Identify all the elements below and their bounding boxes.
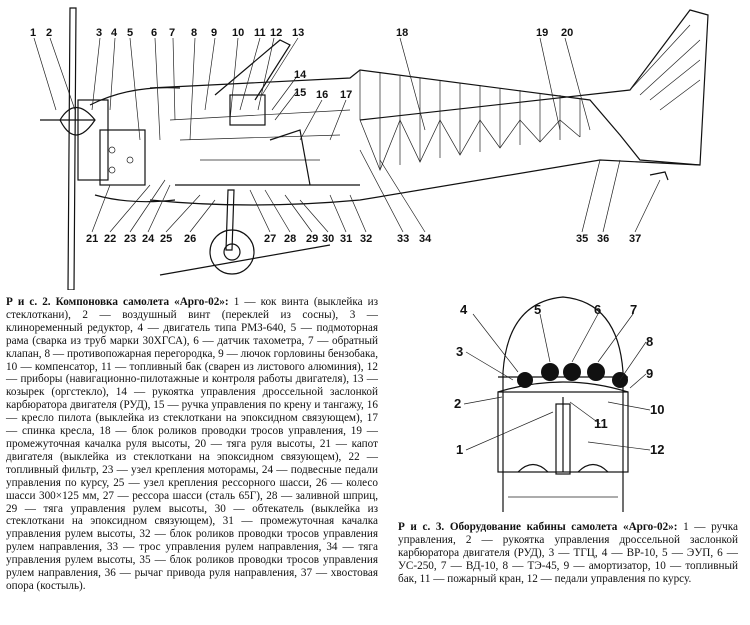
- instrument-vr10: [517, 372, 533, 388]
- fig3-label-8: 8: [646, 334, 653, 349]
- label-35: 35: [576, 233, 588, 245]
- figure-2-caption-body: 1 — кок винта (выклейка из стеклоткани),…: [6, 296, 379, 592]
- label-26: 26: [184, 233, 196, 245]
- fig3-label-1: 1: [456, 442, 463, 457]
- label-14: 14: [294, 69, 307, 81]
- figure-3-caption-body: 1 — ручка управления, 2 — рукоятка управ…: [398, 521, 738, 585]
- callouts-fig3: 4 5 6 7 3 8 9 2 10 11 1 12: [454, 302, 664, 457]
- label-18: 18: [396, 27, 408, 39]
- fig3-label-5: 5: [534, 302, 541, 317]
- fig3-label-7: 7: [630, 302, 637, 317]
- label-23: 23: [124, 233, 136, 245]
- aircraft-side-view-diagram: 1 2 3 4 5 6 7 8 9 10 11 12 13 14 15 16 1…: [30, 7, 709, 290]
- label-32: 32: [360, 233, 372, 245]
- fig3-label-11: 11: [594, 416, 608, 431]
- label-16: 16: [316, 89, 328, 101]
- label-31: 31: [340, 233, 352, 245]
- label-24: 24: [142, 233, 155, 245]
- label-11: 11: [254, 27, 266, 39]
- label-1: 1: [30, 27, 36, 39]
- propeller: [40, 7, 96, 290]
- instrument-panel: [517, 363, 628, 388]
- landing-gear: [159, 189, 331, 276]
- label-12: 12: [270, 27, 282, 39]
- label-19: 19: [536, 27, 548, 39]
- label-17: 17: [340, 89, 352, 101]
- fuselage: [149, 9, 709, 206]
- label-37: 37: [629, 233, 641, 245]
- label-9: 9: [211, 27, 217, 39]
- label-29: 29: [306, 233, 318, 245]
- figure-2-caption: Р и с. 2. Компоновка самолета «Арго-02»:…: [6, 296, 378, 593]
- figure-3-caption-title: Р и с. 3. Оборудование кабины самолета «…: [398, 521, 678, 533]
- instrument-vd10: [587, 363, 605, 381]
- label-20: 20: [561, 27, 573, 39]
- instrument-us250: [563, 363, 581, 381]
- engine: [77, 87, 181, 203]
- instrument-eup: [541, 363, 559, 381]
- fig3-label-2: 2: [454, 396, 461, 411]
- label-2: 2: [46, 27, 52, 39]
- label-21: 21: [86, 233, 98, 245]
- fig3-label-3: 3: [456, 344, 463, 359]
- figure-2-caption-title: Р и с. 2. Компоновка самолета «Арго-02»:: [6, 296, 229, 308]
- fig3-label-4: 4: [460, 302, 468, 317]
- label-6: 6: [151, 27, 157, 39]
- fig3-label-10: 10: [650, 402, 664, 417]
- callouts-top: 1 2 3 4 5 6 7 8 9 10 11 12 13 14 15 16 1…: [30, 27, 591, 141]
- cockpit-equipment-diagram: 4 5 6 7 3 8 9 2 10 11 1 12: [454, 296, 664, 512]
- label-3: 3: [96, 27, 102, 39]
- label-22: 22: [104, 233, 116, 245]
- label-27: 27: [264, 233, 276, 245]
- label-36: 36: [597, 233, 609, 245]
- label-10: 10: [232, 27, 244, 39]
- label-33: 33: [397, 233, 409, 245]
- label-7: 7: [169, 27, 175, 39]
- fig3-label-12: 12: [650, 442, 664, 457]
- label-15: 15: [294, 87, 306, 99]
- label-34: 34: [419, 233, 432, 245]
- label-5: 5: [127, 27, 133, 39]
- label-30: 30: [322, 233, 334, 245]
- figure-3-caption: Р и с. 3. Оборудование кабины самолета «…: [398, 521, 738, 586]
- callouts-bottom: 21 22 23 24 25 26 27 28 29 30 31 32 33 3…: [86, 149, 661, 245]
- label-8: 8: [191, 27, 197, 39]
- control-stick: [555, 397, 571, 475]
- cockpit: [169, 39, 351, 186]
- label-4: 4: [111, 27, 118, 39]
- label-13: 13: [292, 27, 304, 39]
- fig3-label-6: 6: [594, 302, 601, 317]
- fig3-label-9: 9: [646, 366, 653, 381]
- label-25: 25: [160, 233, 172, 245]
- label-28: 28: [284, 233, 296, 245]
